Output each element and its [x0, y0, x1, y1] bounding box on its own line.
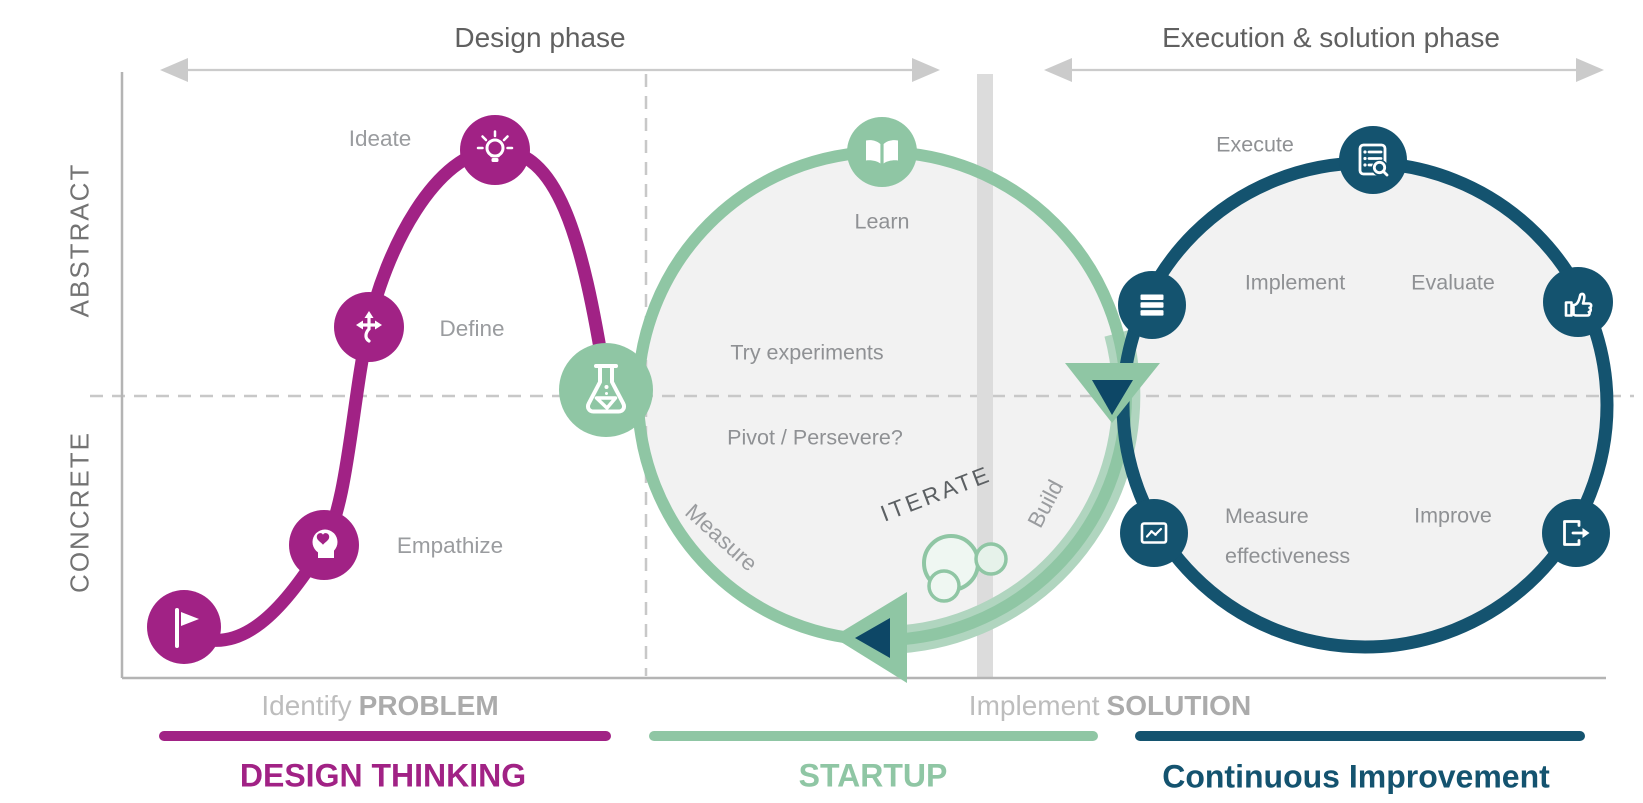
- head-heart-icon: [312, 529, 338, 558]
- flag-icon: [175, 608, 199, 648]
- flask-icon: [586, 364, 626, 414]
- design-thinking-title: DESIGN THINKING: [239, 757, 527, 794]
- ideate-node: [460, 115, 530, 185]
- phase-separator-bar: [977, 74, 993, 678]
- iterate-arrow-left: [833, 592, 907, 683]
- evaluate-label: Evaluate: [1411, 270, 1495, 295]
- measure-effectiveness-node: [1120, 499, 1188, 567]
- lightbulb-icon: [476, 130, 514, 162]
- try-experiments-label: Try experiments: [730, 340, 884, 365]
- axis-label-concrete: CONCRETE: [64, 431, 95, 593]
- empathize-label: Empathize: [396, 533, 504, 558]
- line-chart-icon: [1140, 522, 1168, 544]
- bubbles-icon: [922, 534, 1008, 603]
- learn-node: [847, 117, 917, 187]
- measure-effectiveness-label: Measure effectiveness: [1225, 496, 1350, 576]
- measure-effectiveness-line1: Measure: [1225, 504, 1309, 528]
- empathize-node: [289, 510, 359, 580]
- open-book-icon: [866, 140, 898, 164]
- continuous-improvement-title: Continuous Improvement: [1162, 758, 1550, 795]
- design-phase-title: Design phase: [454, 22, 626, 53]
- define-label: Define: [439, 316, 505, 341]
- flag-node: [147, 590, 221, 664]
- evaluate-node: [1543, 267, 1613, 337]
- execution-phase-arrow: [1044, 58, 1604, 82]
- solution-label-bold: SOLUTION: [1106, 690, 1252, 721]
- ideate-label: Ideate: [348, 126, 412, 151]
- improve-label: Improve: [1414, 503, 1492, 528]
- problem-label-bold: PROBLEM: [358, 690, 499, 721]
- experiment-node: [559, 343, 653, 437]
- transition-arrow-down: [1065, 363, 1160, 423]
- implement-label: Implement: [1244, 270, 1346, 295]
- checklist-search-icon: [1358, 143, 1389, 177]
- design-phase-arrow: [160, 58, 940, 82]
- identify-label-light: Identify: [261, 690, 352, 721]
- measure-effectiveness-line2: effectiveness: [1225, 544, 1351, 568]
- pivot-persevere-label: Pivot / Persevere?: [727, 425, 903, 450]
- thumbs-up-icon: [1564, 292, 1593, 317]
- exit-arrow-icon: [1563, 520, 1590, 546]
- execute-label: Execute: [1216, 132, 1294, 157]
- axis-label-abstract: ABSTRACT: [64, 162, 95, 318]
- directions-icon: [356, 311, 382, 343]
- implement-node: [1118, 271, 1186, 339]
- define-node: [334, 292, 404, 362]
- startup-title: STARTUP: [798, 757, 948, 794]
- list-icon: [1140, 294, 1164, 316]
- learn-label: Learn: [854, 209, 910, 234]
- improve-node: [1542, 499, 1610, 567]
- ci-circle-fill: [1123, 163, 1607, 647]
- execute-node: [1339, 126, 1407, 194]
- implement-label-light: Implement: [968, 690, 1100, 721]
- execution-phase-title: Execution & solution phase: [1162, 22, 1500, 53]
